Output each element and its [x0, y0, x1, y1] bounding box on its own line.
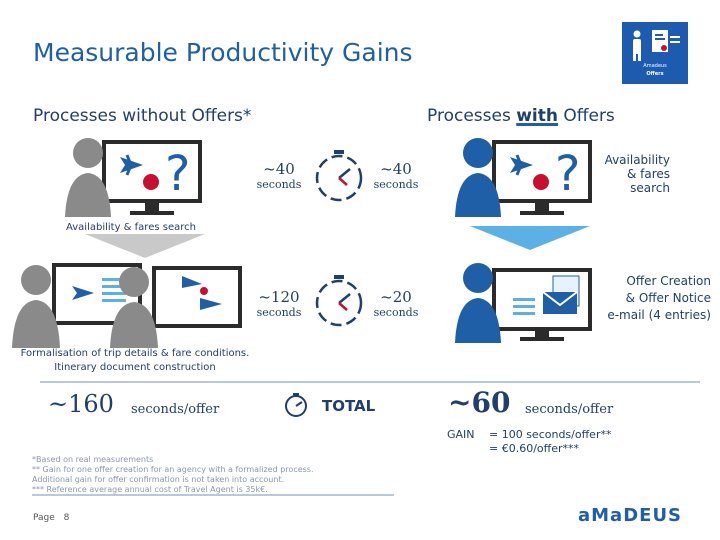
badge-line1: Amadeus [643, 63, 667, 69]
person-body-icon [455, 298, 501, 343]
footnote-2: ** Gain for one offer creation for an ag… [32, 465, 314, 474]
person-head-icon [21, 265, 51, 295]
agent-offer-illustration [455, 263, 592, 343]
row2-caption-line2: Itinerary document construction [54, 362, 216, 373]
down-arrow-gray [85, 234, 205, 258]
row2-note-line3: e-mail (4 entries) [607, 308, 711, 322]
stopwatch-icon [315, 150, 363, 202]
stopwatch-icon [315, 275, 363, 327]
amadeus-logo: aMaDEUS [578, 505, 683, 526]
person-head-icon [463, 138, 493, 168]
location-pin-icon [533, 174, 549, 190]
total-left-unit: seconds/offer [131, 402, 220, 417]
person-head-icon [119, 267, 149, 297]
row1-note-line3: search [630, 181, 670, 195]
row1-note-line1: Availability [604, 153, 670, 167]
total-right-unit: seconds/offer [525, 402, 614, 417]
total-left-value: ~160 [48, 390, 114, 418]
right-header-prefix: Processes [427, 106, 517, 126]
stopwatch-small-icon [285, 393, 307, 417]
question-mark-icon: ? [165, 146, 190, 202]
total-right-value: ~60 [448, 386, 511, 419]
gain-line1: = 100 seconds/offer** [489, 428, 612, 441]
plane-icon [72, 286, 94, 300]
row1-right-value: ~40 [380, 160, 412, 178]
amadeus-offers-badge: Amadeus Offers [622, 22, 688, 84]
footnote-4: *** Reference average annual cost of Tra… [32, 485, 268, 494]
person-body-icon [65, 173, 111, 217]
agent-search-illustration-right: ? [455, 138, 592, 217]
footnotes: *Based on real measurements ** Gain for … [32, 455, 314, 495]
row1-left-caption: Availability & fares search [66, 222, 196, 233]
row2-right-unit: seconds [373, 306, 419, 319]
right-header-emphasis: with [516, 106, 558, 126]
person-body-icon [455, 173, 501, 217]
agent-search-illustration-left: ? [65, 138, 202, 217]
total-label: TOTAL [322, 397, 376, 415]
row1-note-line2: & fares [626, 167, 670, 181]
row1-right-unit: seconds [373, 178, 419, 191]
row1-left-value: ~40 [263, 160, 295, 178]
row2-right-value: ~20 [380, 288, 412, 306]
gain-line2: = €0.60/offer*** [489, 442, 580, 455]
row1-left-time: ~40 seconds [255, 160, 303, 191]
row2-left-caption: Formalisation of trip details & fare con… [20, 348, 250, 373]
row1-right-time: ~40 seconds [372, 160, 420, 191]
row2-left-unit: seconds [256, 306, 302, 319]
page-indicator: Page 8 [33, 513, 69, 523]
page-label: Page [33, 513, 55, 523]
person-body-icon [110, 302, 158, 348]
left-section-header: Processes without Offers* [33, 106, 252, 126]
row2-right-time: ~20 seconds [372, 288, 420, 319]
badge-line2: Offers [646, 71, 664, 77]
row2-note-line1: Offer Creation [626, 274, 711, 288]
gain-label: GAIN [447, 428, 475, 441]
divider-bottom [32, 494, 394, 496]
row2-left-value: ~120 [258, 288, 300, 306]
down-arrow-blue [470, 226, 590, 250]
person-body-icon [12, 300, 60, 348]
row1-right-note: Availability & fares search [580, 152, 670, 197]
row2-left-time: ~120 seconds [253, 288, 305, 319]
right-section-header: Processes with Offers [427, 106, 615, 126]
offer-document-icon [633, 30, 680, 61]
row1-left-unit: seconds [256, 178, 302, 191]
divider-top [40, 381, 700, 383]
right-header-suffix: Offers [557, 106, 615, 126]
location-pin-icon [143, 174, 159, 190]
page-title: Measurable Productivity Gains [33, 38, 413, 67]
question-mark-icon: ? [555, 146, 580, 202]
row2-caption-line1: Formalisation of trip details & fare con… [20, 348, 250, 359]
page-number: 8 [63, 513, 70, 523]
person-head-icon [463, 263, 493, 293]
footnote-1: *Based on real measurements [32, 455, 154, 464]
row2-note-line2: & Offer Notice [625, 291, 711, 305]
person-head-icon [73, 138, 103, 168]
row2-right-note: Offer Creation & Offer Notice e-mail (4 … [585, 273, 711, 324]
footnote-3: Additional gain for offer confirmation i… [32, 475, 285, 484]
agents-formalisation-illustration [12, 263, 242, 348]
